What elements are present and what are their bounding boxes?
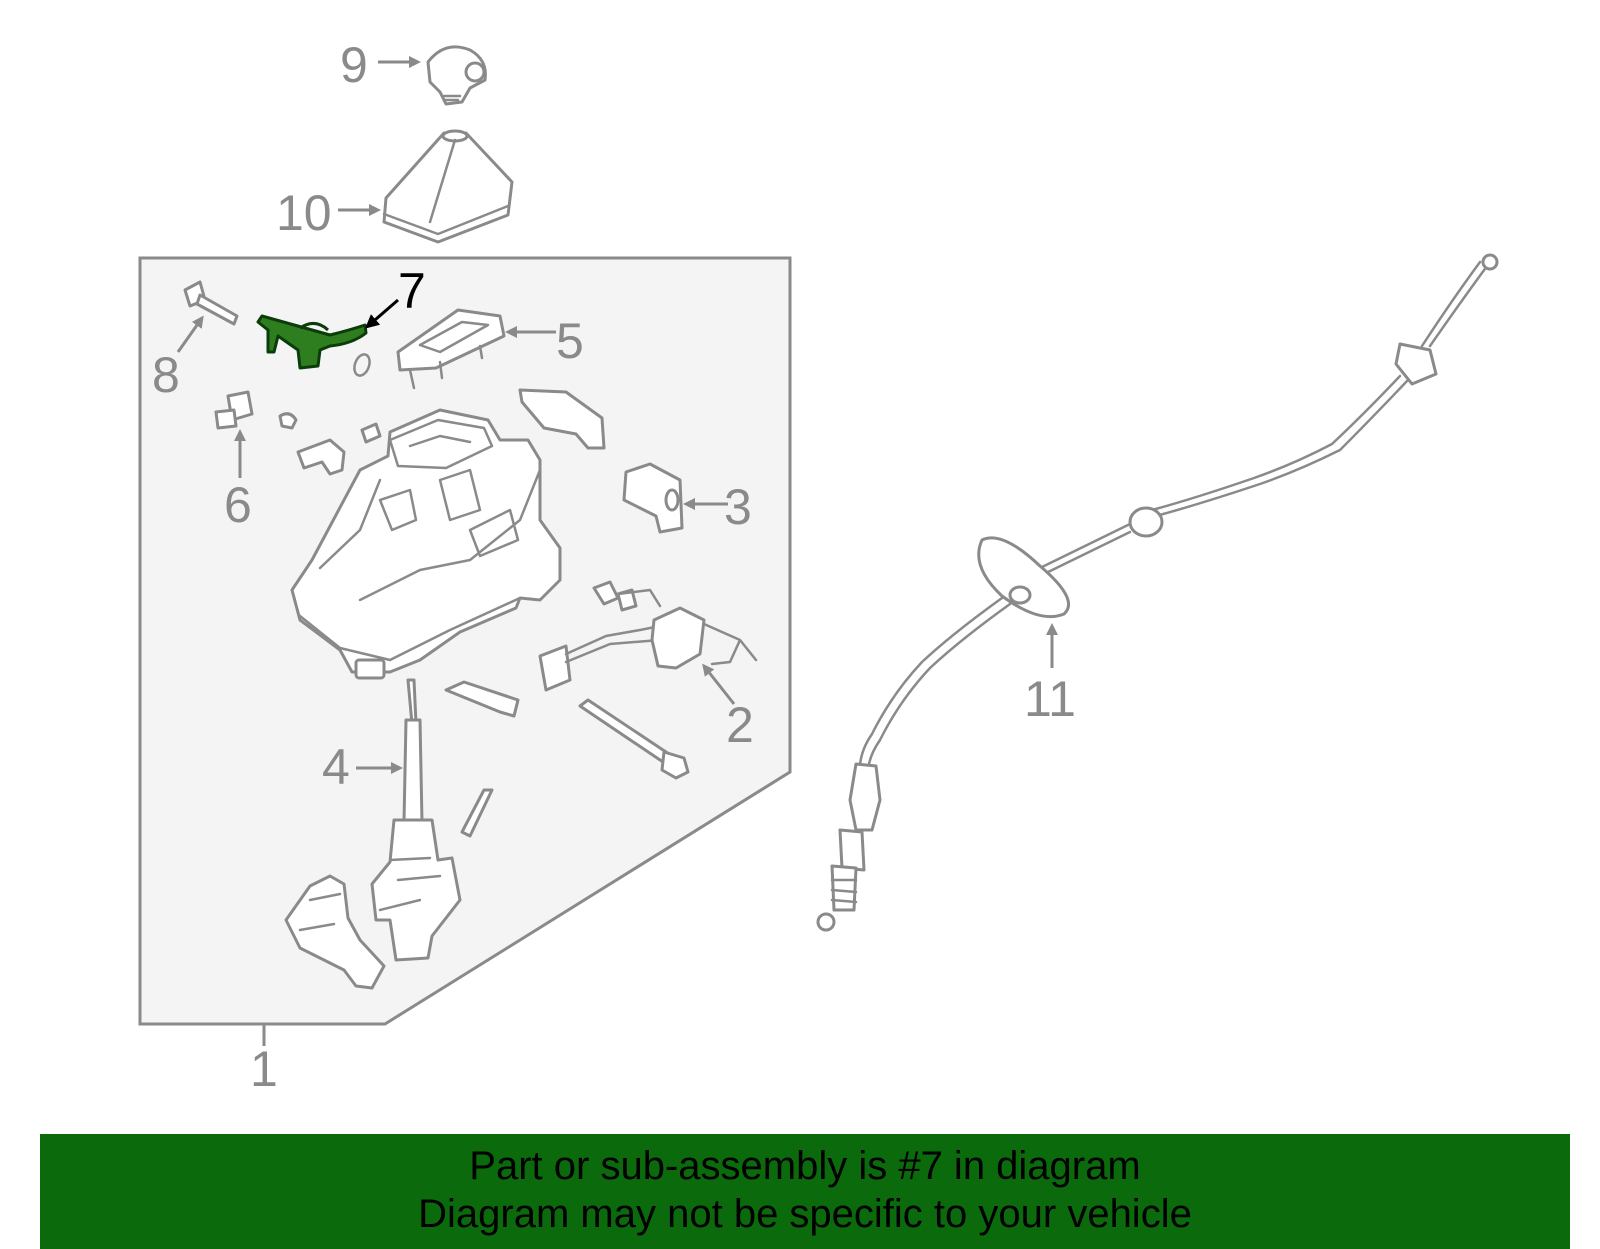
shifter-housing <box>290 408 562 680</box>
part-4-shift-lever <box>370 678 494 962</box>
callout-4: 4 <box>322 739 350 795</box>
slider-cover <box>518 388 606 450</box>
part-9-shift-knob <box>426 45 487 106</box>
callout-2: 2 <box>726 697 754 753</box>
callout-1: 1 <box>250 1041 278 1097</box>
callout-6: 6 <box>224 477 252 533</box>
part-10-shift-boot <box>382 129 514 244</box>
banner-line-2: Diagram may not be specific to your vehi… <box>418 1192 1192 1236</box>
callout-9: 9 <box>340 37 368 93</box>
callout-10: 10 <box>276 185 332 241</box>
part-7-bracket-highlighted <box>256 314 368 370</box>
small-o-ring <box>353 353 371 377</box>
leader-lines <box>176 56 1058 1046</box>
part-5-indicator-plate <box>396 308 506 390</box>
small-clips <box>278 412 382 476</box>
callout-3: 3 <box>724 479 752 535</box>
banner-line-1: Part or sub-assembly is #7 in diagram <box>469 1144 1141 1188</box>
callout-8: 8 <box>152 347 180 403</box>
part-11-shift-cable <box>816 253 1499 932</box>
part-8-bolt <box>183 280 239 326</box>
detent-bracket <box>284 874 386 990</box>
part-2-harness <box>538 580 758 692</box>
callout-7: 7 <box>398 263 426 319</box>
info-banner: Part or sub-assembly is #7 in diagram Di… <box>40 1134 1570 1249</box>
callout-5: 5 <box>556 313 584 369</box>
callout-11: 11 <box>1024 671 1076 727</box>
part-3-guide-block <box>622 462 684 534</box>
long-bolt <box>444 680 690 780</box>
part-6-switch <box>214 390 254 430</box>
